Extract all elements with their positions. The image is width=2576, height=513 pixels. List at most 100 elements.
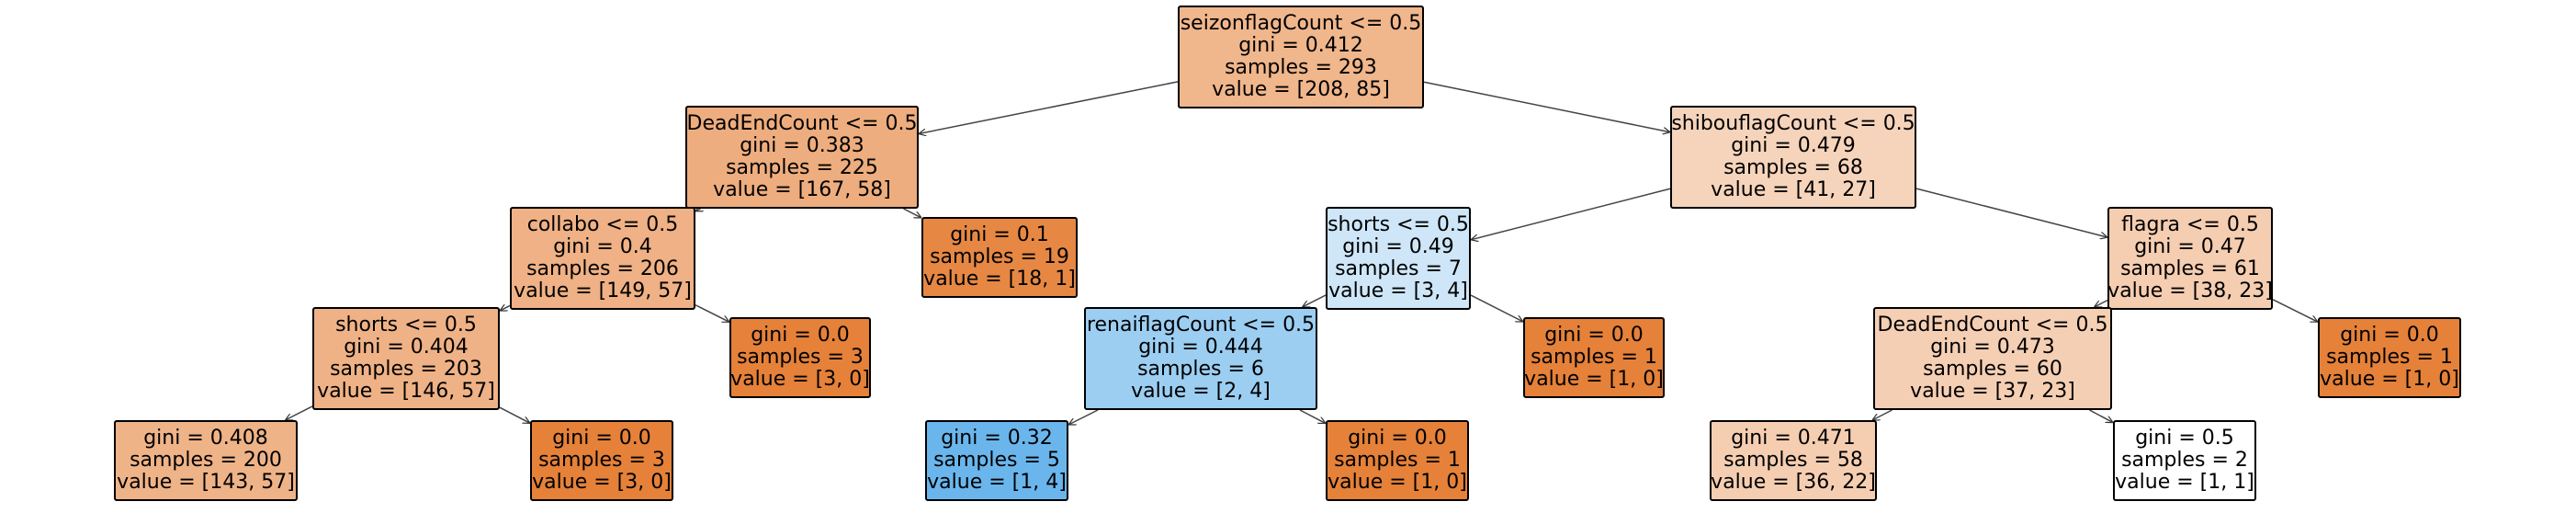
tree-edge-arrow [2094, 299, 2108, 308]
tree-edge-arrow [499, 406, 530, 425]
node-value-label: value = [18, 1] [923, 268, 1076, 291]
node-samples-label: samples = 61 [2120, 257, 2260, 280]
node-value-label: value = [3, 0] [532, 471, 672, 494]
tree-edge-arrow [2272, 299, 2318, 323]
node-gini-label: gini = 0.412 [1238, 34, 1363, 57]
node-samples-label: samples = 225 [726, 156, 878, 179]
node-samples-label: samples = 1 [1334, 449, 1461, 472]
node-gini-label: gini = 0.408 [143, 427, 268, 450]
node-split-label: DeadEndCount <= 0.5 [686, 112, 918, 135]
node-gini-label: gini = 0.0 [1544, 324, 1644, 347]
node-samples-label: samples = 6 [1137, 358, 1264, 381]
tree-edge-arrow [695, 209, 701, 212]
node-value-label: value = [167, 58] [713, 178, 891, 201]
node-value-label: value = [2, 4] [1131, 380, 1271, 403]
node-value-label: value = [1, 0] [2320, 368, 2459, 391]
node-samples-label: samples = 203 [330, 358, 482, 381]
node-samples-label: samples = 1 [1531, 346, 1657, 369]
tree-edge-arrow [2089, 409, 2113, 424]
node-gini-label: gini = 0.444 [1138, 336, 1263, 359]
node-value-label: value = [1, 0] [1328, 471, 1467, 494]
tree-edge-arrow [919, 81, 1179, 134]
node-samples-label: samples = 5 [933, 449, 1060, 472]
node-split-label: seizonflagCount <= 0.5 [1180, 12, 1422, 35]
node-samples-label: samples = 206 [526, 257, 679, 280]
node-samples-label: samples = 68 [1723, 156, 1863, 179]
node-gini-label: gini = 0.49 [1342, 235, 1454, 258]
node-samples-label: samples = 200 [130, 449, 282, 472]
tree-edge-arrow [285, 405, 313, 421]
tree-edge-arrow [695, 304, 729, 323]
node-split-label: shibouflagCount <= 0.5 [1671, 112, 1915, 135]
node-samples-label: samples = 7 [1335, 257, 1462, 280]
tree-edge-arrow [1915, 188, 2107, 237]
node-split-label: shorts <= 0.5 [335, 314, 477, 336]
node-samples-label: samples = 3 [737, 346, 864, 369]
node-samples-label: samples = 2 [2121, 449, 2248, 472]
tree-edge-arrow [903, 208, 921, 219]
node-samples-label: samples = 293 [1225, 56, 1377, 79]
node-samples-label: samples = 58 [1723, 449, 1863, 472]
node-value-label: value = [1, 1] [2115, 471, 2254, 494]
node-value-label: value = [1, 4] [927, 471, 1067, 494]
node-samples-label: samples = 60 [1923, 358, 2062, 381]
node-gini-label: gini = 0.0 [1348, 427, 1447, 450]
node-gini-label: gini = 0.383 [740, 134, 864, 157]
node-value-label: value = [1, 0] [1524, 368, 1664, 391]
node-split-label: collabo <= 0.5 [526, 213, 679, 236]
node-value-label: value = [143, 57] [117, 471, 295, 494]
node-gini-label: gini = 0.5 [2135, 427, 2234, 450]
node-gini-label: gini = 0.404 [344, 336, 469, 359]
node-samples-label: samples = 19 [930, 245, 1069, 268]
tree-edge-arrow [1470, 294, 1523, 323]
node-gini-label: gini = 0.32 [941, 427, 1053, 450]
node-value-label: value = [37, 23] [1910, 380, 2075, 403]
node-split-label: renaiflagCount <= 0.5 [1086, 314, 1316, 336]
node-gini-label: gini = 0.471 [1731, 427, 1856, 450]
tree-edge-arrow [1302, 294, 1327, 308]
node-gini-label: gini = 0.0 [552, 427, 651, 450]
tree-edge-arrow [1299, 409, 1326, 425]
node-split-label: shorts <= 0.5 [1328, 213, 1469, 236]
tree-edge-arrow [1423, 81, 1670, 132]
tree-edge-arrow [1872, 409, 1892, 421]
node-value-label: value = [208, 85] [1212, 78, 1390, 101]
node-value-label: value = [149, 57] [514, 279, 692, 302]
tree-edge-arrow [500, 305, 511, 312]
node-gini-label: gini = 0.0 [751, 324, 850, 347]
tree-edge-arrow [1068, 409, 1099, 426]
node-gini-label: gini = 0.47 [2134, 235, 2246, 258]
node-gini-label: gini = 0.4 [553, 235, 652, 258]
node-split-label: flagra <= 0.5 [2121, 213, 2259, 236]
node-samples-label: samples = 1 [2326, 346, 2453, 369]
node-samples-label: samples = 3 [538, 449, 665, 472]
node-value-label: value = [3, 4] [1328, 279, 1468, 302]
node-value-label: value = [146, 57] [317, 380, 495, 403]
node-gini-label: gini = 0.479 [1731, 134, 1856, 157]
node-split-label: DeadEndCount <= 0.5 [1877, 314, 2108, 336]
node-gini-label: gini = 0.473 [1930, 336, 2055, 359]
tree-edges [285, 81, 2318, 426]
node-gini-label: gini = 0.0 [2340, 324, 2439, 347]
node-value-label: value = [41, 27] [1711, 178, 1876, 201]
node-value-label: value = [3, 0] [730, 368, 870, 391]
